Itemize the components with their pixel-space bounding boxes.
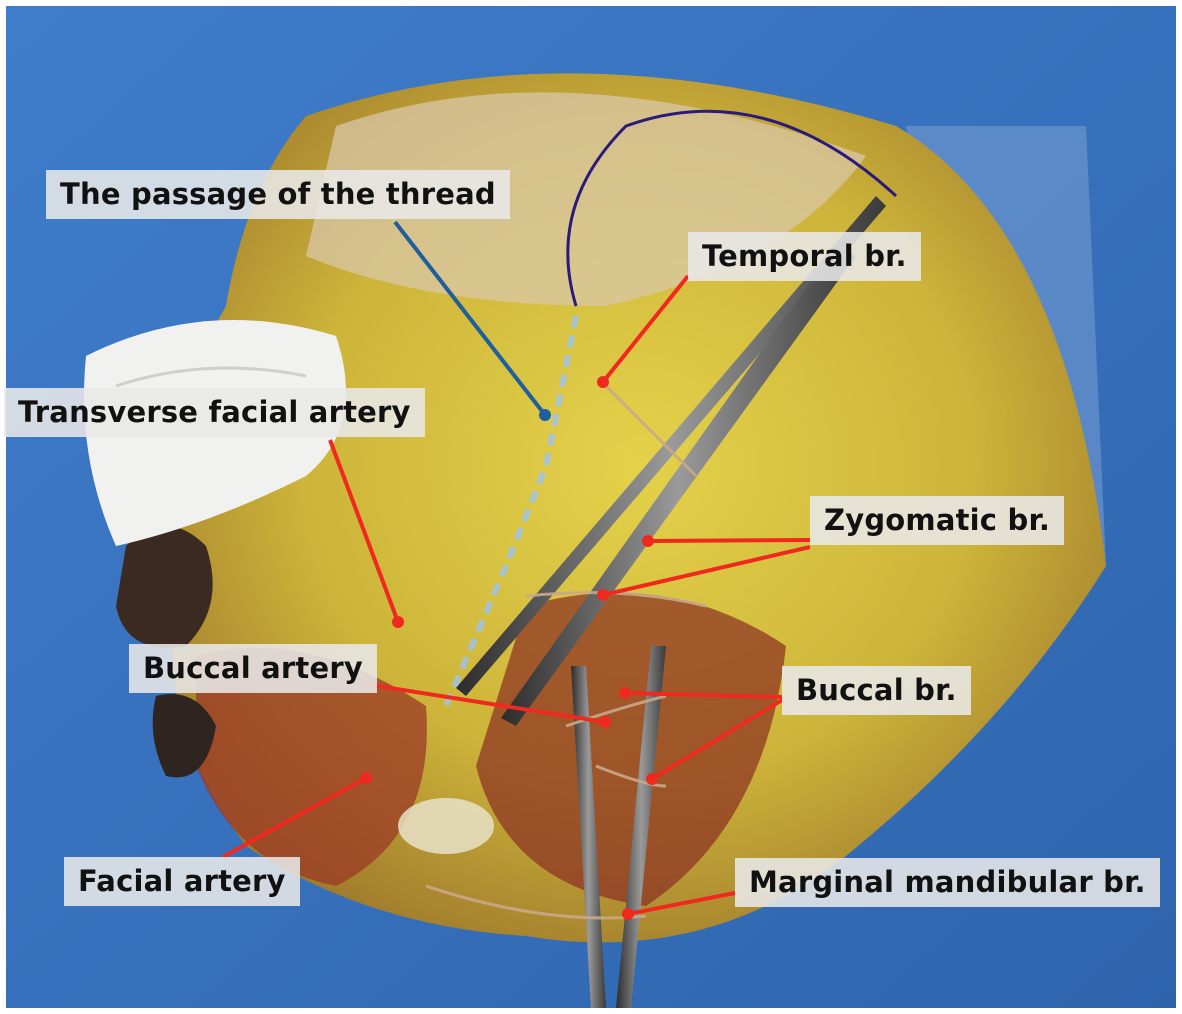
- label-zygomatic-branch: Zygomatic br.: [810, 496, 1065, 545]
- label-thread-passage: The passage of the thread: [46, 170, 510, 219]
- forceps-upper-b: [501, 246, 856, 726]
- label-transverse-facial-artery: Transverse facial artery: [4, 388, 425, 437]
- label-marginal-mandibular-branch: Marginal mandibular br.: [735, 858, 1160, 907]
- forceps-upper: [456, 196, 886, 696]
- gauze-fold: [115, 366, 307, 388]
- buccal-fat-pad: [398, 798, 494, 854]
- nose: [116, 526, 213, 648]
- label-buccal-branch: Buccal br.: [782, 666, 971, 715]
- label-temporal-branch: Temporal br.: [688, 232, 921, 281]
- label-facial-artery: Facial artery: [64, 857, 300, 906]
- suture-thread: [566, 109, 898, 307]
- lips: [152, 694, 216, 778]
- forceps-lower-a: [571, 666, 606, 1008]
- thread-passage-line: [443, 315, 579, 708]
- label-buccal-artery: Buccal artery: [129, 644, 377, 693]
